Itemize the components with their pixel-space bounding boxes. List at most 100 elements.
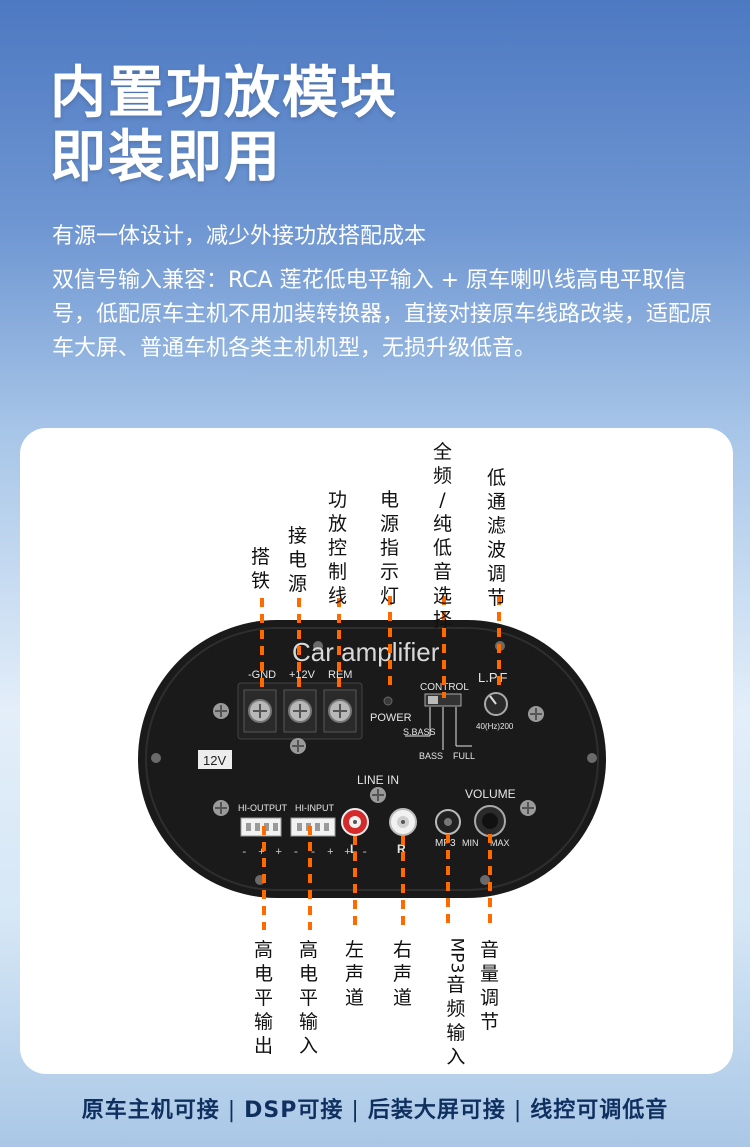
callout-char: 接 xyxy=(288,525,308,547)
callout-char: 入 xyxy=(299,1035,319,1057)
callout-right-channel: 右声道 xyxy=(393,938,412,1010)
callout-char: 低 xyxy=(433,537,453,559)
full-label: FULL xyxy=(453,751,475,761)
callout-char: 输 xyxy=(254,1011,274,1033)
callout-char: 声 xyxy=(345,963,365,985)
callout-lowpass: 低通滤波调节 xyxy=(487,466,506,610)
callout-char: 调 xyxy=(480,987,500,1009)
callout-char: 道 xyxy=(345,987,365,1009)
callout-char: 功 xyxy=(328,489,348,511)
callout-char: 高 xyxy=(254,939,274,961)
callout-char: 道 xyxy=(393,987,413,1009)
hero-title: 内置功放模块 即装即用 xyxy=(50,62,398,190)
feature-separator: | xyxy=(513,1098,523,1123)
intro-text: 有源一体设计，减少外接功放搭配成本 双信号输入兼容：RCA 莲花低电平输入 + … xyxy=(52,220,712,366)
hero-title-line-1: 内置功放模块 xyxy=(50,61,398,126)
callout-volume: 音量调节 xyxy=(480,938,499,1034)
pin-signs: - + + - - + + - xyxy=(241,847,370,859)
hi-output-connector[interactable] xyxy=(240,817,282,837)
callout-char: 平 xyxy=(299,987,319,1009)
callout-char: 通 xyxy=(487,491,507,513)
callout-char: 右 xyxy=(393,939,413,961)
callout-char: 出 xyxy=(254,1035,274,1057)
callout-char: 指 xyxy=(380,537,400,559)
volume-max-label: MAX xyxy=(490,838,510,848)
amplifier-illustration: Car amplifier -GND +12V REM xyxy=(138,596,606,930)
callout-char: 电 xyxy=(288,549,308,571)
callout-remote: 功放控制线 xyxy=(328,488,347,608)
terminal-block xyxy=(237,682,363,740)
feature-item: DSP可接 xyxy=(244,1098,344,1123)
right-channel-label: R xyxy=(397,842,406,856)
lpf-label: L.P.F xyxy=(478,670,507,685)
callout-power-indicator: 电源指示灯 xyxy=(380,488,399,608)
callout-char: 音 xyxy=(480,939,500,961)
intro-line-2: 双信号输入兼容：RCA 莲花低电平输入 + 原车喇叭线高电平取信号，低配原车主机… xyxy=(52,268,713,361)
callout-char: 音 xyxy=(446,974,466,996)
product-card: Car amplifier -GND +12V REM xyxy=(20,428,733,1074)
feature-separator: | xyxy=(351,1098,360,1123)
feature-bar: 原车主机可接|DSP可接|后装大屏可接|线控可调低音 xyxy=(0,1092,750,1124)
callout-char: 输 xyxy=(446,1022,466,1044)
callout-char: 制 xyxy=(328,561,348,583)
control-label: CONTROL xyxy=(420,682,469,693)
callout-char: 择 xyxy=(433,609,453,631)
lpf-range-label: 40(Hz)200 xyxy=(476,722,514,731)
feature-item: 原车主机可接 xyxy=(81,1098,220,1123)
volume-min-label: MIN xyxy=(462,838,479,848)
callout-char: 线 xyxy=(328,585,348,607)
volume-label: VOLUME xyxy=(465,787,516,801)
callout-char: 电 xyxy=(380,489,400,511)
callout-char: 纯 xyxy=(433,513,453,535)
callout-char: 平 xyxy=(254,987,274,1009)
callout-char: 波 xyxy=(487,539,507,561)
brand-label: Car amplifier xyxy=(292,637,440,667)
callout-lines xyxy=(260,596,501,930)
callout-char: 源 xyxy=(380,513,400,535)
callout-char: 量 xyxy=(480,963,500,985)
callout-char: 控 xyxy=(328,537,348,559)
callout-char: 声 xyxy=(393,963,413,985)
callout-mode-select: 全频/纯低音选择 xyxy=(433,440,452,632)
callout-char: 输 xyxy=(299,1011,319,1033)
power-led xyxy=(383,696,393,706)
callout-char: 频 xyxy=(433,465,453,487)
callout-char: 选 xyxy=(433,585,453,607)
callout-char: 搭 xyxy=(251,546,271,568)
callout-char: 音 xyxy=(433,561,453,583)
callout-char: 铁 xyxy=(251,570,271,592)
callout-char: 左 xyxy=(345,939,365,961)
gnd-label: -GND xyxy=(248,669,276,681)
callout-hi-input: 高电平输入 xyxy=(299,938,318,1058)
callout-char: 全 xyxy=(433,441,453,463)
hero-title-line-2: 即装即用 xyxy=(50,125,282,190)
callout-hi-output: 高电平输出 xyxy=(254,938,273,1058)
power-label: POWER xyxy=(370,712,412,724)
callout-char: 节 xyxy=(487,587,507,609)
callout-char: 入 xyxy=(446,1046,466,1068)
voltage-badge: 12V xyxy=(203,753,226,768)
callout-char: 灯 xyxy=(380,585,400,607)
hi-input-connector[interactable] xyxy=(290,817,336,837)
line-in-label: LINE IN xyxy=(357,773,399,787)
callout-char: 放 xyxy=(328,513,348,535)
callout-char: 示 xyxy=(380,561,400,583)
callout-char: 电 xyxy=(299,963,319,985)
rem-label: REM xyxy=(328,669,352,681)
callout-char: 频 xyxy=(446,998,466,1020)
callout-char: 源 xyxy=(288,573,308,595)
callout-ground: 搭铁 xyxy=(251,545,270,593)
callout-char: 电 xyxy=(254,963,274,985)
s-bass-label: S.BASS xyxy=(403,727,436,737)
callout-char: MP3 xyxy=(446,937,467,974)
callout-char: / xyxy=(439,489,446,511)
callout-char: 节 xyxy=(480,1011,500,1033)
plate-screws xyxy=(213,703,544,816)
feature-item: 后装大屏可接 xyxy=(367,1098,506,1123)
callout-power-supply: 接电源 xyxy=(288,524,307,596)
callout-char: 滤 xyxy=(487,515,507,537)
intro-line-1: 有源一体设计，减少外接功放搭配成本 xyxy=(52,224,427,249)
feature-item: 线控可调低音 xyxy=(530,1098,669,1123)
hi-output-label: HI-OUTPUT xyxy=(238,803,287,813)
